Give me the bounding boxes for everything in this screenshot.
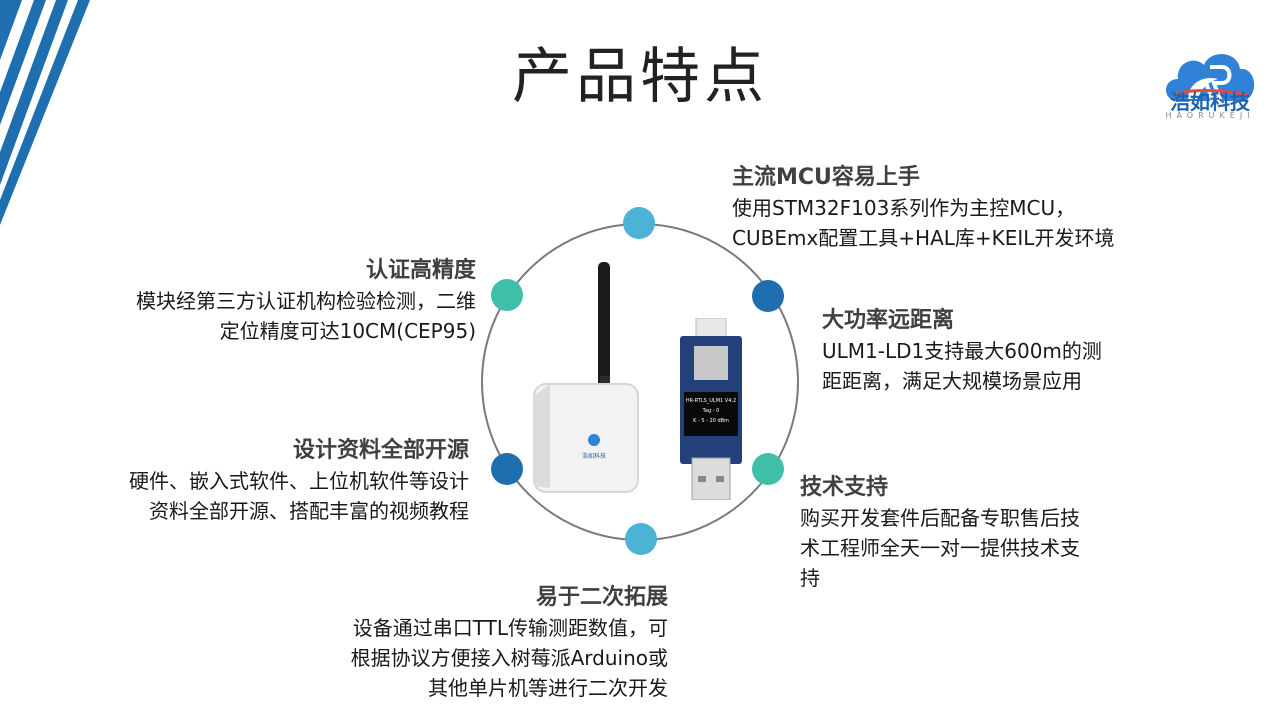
ring-dot-lower-right xyxy=(752,453,784,485)
feature-line: 模块经第三方认证机构检验检测，二维 xyxy=(136,289,476,313)
corner-stripes xyxy=(0,0,90,225)
feature-heading: 技术支持 xyxy=(800,475,889,500)
feature-line: 使用STM32F103系列作为主控MCU， xyxy=(732,196,1076,220)
page-title: 产品特点 xyxy=(512,42,768,112)
feature-heading: 主流MCU容易上手 xyxy=(732,165,920,190)
feature-heading: 设计资料全部开源 xyxy=(292,438,469,463)
ring-dot-top xyxy=(623,207,655,239)
feature-line: 其他单片机等进行二次开发 xyxy=(428,676,668,700)
logo-subtitle: HAORUKEJI xyxy=(1165,111,1255,120)
feature-support: 技术支持 购买开发套件后配备专职售后技 术工程师全天一对一提供技术支 持 xyxy=(800,473,1080,593)
feature-heading: 认证高精度 xyxy=(365,258,476,283)
feature-line: 持 xyxy=(800,566,820,590)
feature-line: ULM1-LD1支持最大600m的测 xyxy=(822,339,1102,363)
svg-text:浩如科技: 浩如科技 xyxy=(582,452,606,460)
svg-text:Tag - 0: Tag - 0 xyxy=(702,408,720,414)
feature-line: 距距离，满足大规模场景应用 xyxy=(822,369,1082,393)
feature-heading: 易于二次拓展 xyxy=(535,585,668,610)
company-logo xyxy=(1166,54,1255,101)
feature-mcu: 主流MCU容易上手 使用STM32F103系列作为主控MCU， CUBEmx配置… xyxy=(732,163,1114,253)
feature-line: 硬件、嵌入式软件、上位机软件等设计 xyxy=(129,469,469,493)
svg-text:HR-RTLS_ULM1 V4.2: HR-RTLS_ULM1 V4.2 xyxy=(686,398,736,404)
svg-text:K - 5 - 20 dBm: K - 5 - 20 dBm xyxy=(693,418,729,424)
feature-line: CUBEmx配置工具+HAL库+KEIL开发环境 xyxy=(732,226,1115,250)
feature-line: 购买开发套件后配备专职售后技 xyxy=(800,506,1080,530)
logo-name: 浩如科技 xyxy=(1170,90,1250,114)
feature-extension: 易于二次拓展 设备通过串口TTL传输测距数值，可 根据协议方便接入树莓派Ardu… xyxy=(230,583,668,703)
feature-line: 根据协议方便接入树莓派Arduino或 xyxy=(350,646,668,670)
ring-dot-upper-left xyxy=(491,279,523,311)
ring-dot-lower-left xyxy=(491,453,523,485)
usb-module-image: HR-RTLS_ULM1 V4.2 Tag - 0 K - 5 - 20 dBm xyxy=(680,318,742,500)
feature-range: 大功率远距离 ULM1-LD1支持最大600m的测 距距离，满足大规模场景应用 xyxy=(822,306,1102,396)
feature-line: 术工程师全天一对一提供技术支 xyxy=(800,536,1080,560)
feature-open-source: 设计资料全部开源 硬件、嵌入式软件、上位机软件等设计 资料全部开源、搭配丰富的视… xyxy=(20,436,469,526)
feature-line: 设备通过串口TTL传输测距数值，可 xyxy=(352,616,668,640)
feature-line: 定位精度可达10CM(CEP95) xyxy=(219,319,476,343)
tag-device-image: 浩如科技 xyxy=(533,262,639,493)
feature-line: 资料全部开源、搭配丰富的视频教程 xyxy=(149,499,469,523)
feature-heading: 大功率远距离 xyxy=(822,308,955,333)
ring-dot-bottom xyxy=(625,523,657,555)
ring-dot-upper-right xyxy=(752,280,784,312)
feature-precision: 认证高精度 模块经第三方认证机构检验检测，二维 定位精度可达10CM(CEP95… xyxy=(40,256,476,346)
